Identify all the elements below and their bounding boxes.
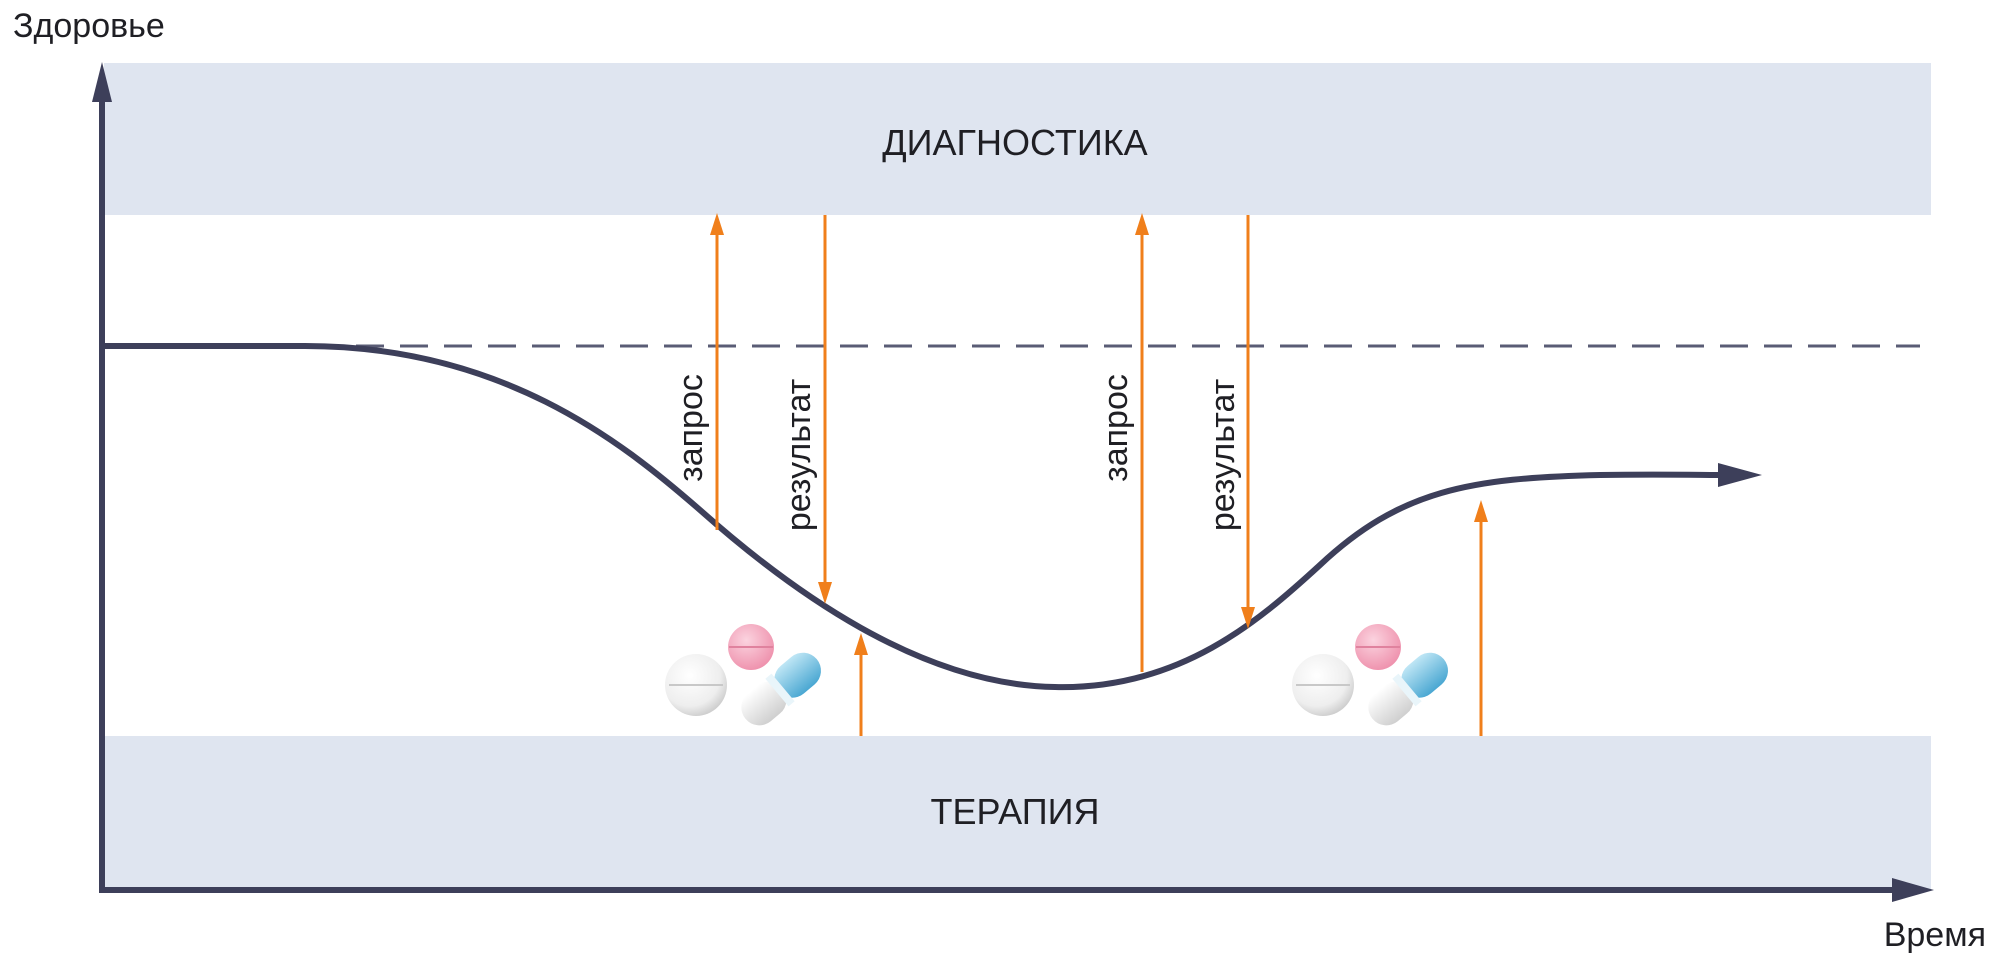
pills-icon: [665, 624, 821, 726]
x-axis: [99, 878, 1934, 902]
therapy-arrow-1: [854, 633, 868, 736]
request-arrow-2: [1135, 213, 1149, 672]
result-label-2: результат: [1204, 379, 1242, 531]
diagnostics-label: ДИАГНОСТИКА: [882, 122, 1147, 163]
result-arrow-2: [1241, 215, 1255, 629]
x-axis-label: Время: [1884, 916, 1986, 954]
therapy-label: ТЕРАПИЯ: [931, 791, 1100, 832]
pills-icon: [1292, 624, 1448, 726]
request-label-1: запрос: [672, 374, 710, 482]
result-label-1: результат: [780, 379, 818, 531]
y-axis: [92, 62, 112, 890]
health-curve: [101, 343, 1762, 691]
result-arrow-1: [818, 215, 832, 604]
therapy-band: [104, 736, 1931, 889]
y-axis-label: Здоровье: [13, 7, 165, 45]
therapy-arrow-2: [1474, 500, 1488, 736]
request-arrow-1: [710, 213, 724, 530]
request-label-2: запрос: [1097, 374, 1135, 482]
diagnostics-band: [104, 63, 1931, 215]
